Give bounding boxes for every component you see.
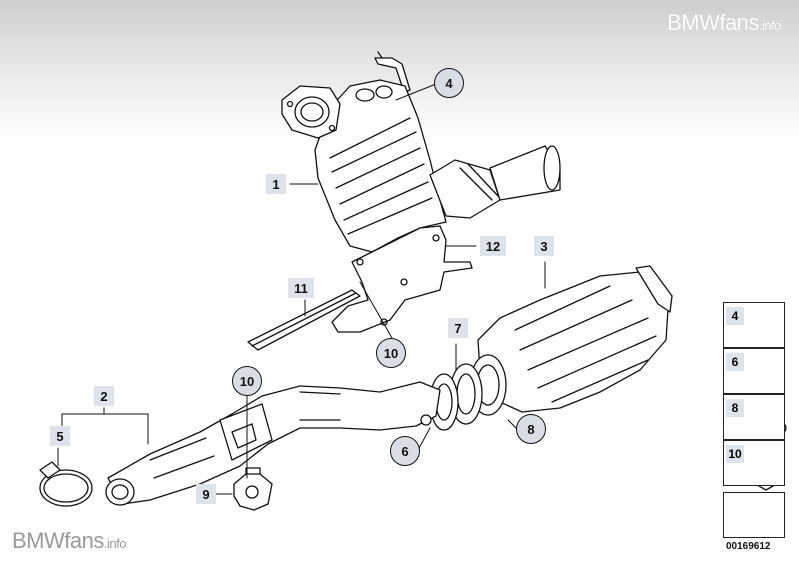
watermark-bottom: BMWfans.info — [12, 528, 126, 554]
legend-item[interactable]: 10 — [723, 440, 785, 486]
catalytic-converter — [469, 265, 673, 416]
watermark-bottom-brand: BMWfans — [12, 528, 104, 553]
heat-shield-bracket — [331, 225, 473, 333]
callout-11[interactable]: 11 — [288, 278, 314, 298]
callout-5[interactable]: 5 — [50, 426, 70, 446]
legend-number: 10 — [726, 445, 744, 463]
callout-9[interactable]: 9 — [196, 484, 216, 504]
legend-number: 4 — [726, 307, 744, 325]
legend-item[interactable]: 6 — [723, 348, 785, 394]
diagram-part-number: 00169612 — [726, 541, 771, 552]
callout-7[interactable]: 7 — [448, 318, 468, 338]
clamp — [39, 461, 93, 507]
legend-number: 8 — [726, 399, 744, 417]
gaskets — [429, 363, 483, 431]
callout-4[interactable]: 4 — [434, 68, 464, 98]
watermark-top-brand: BMWfans — [667, 10, 759, 35]
callout-6[interactable]: 6 — [390, 436, 420, 466]
watermark-top-suffix: .info — [758, 18, 782, 33]
callout-3[interactable]: 3 — [534, 236, 554, 256]
callout-10-upper[interactable]: 10 — [376, 338, 406, 368]
callout-10-lower[interactable]: 10 — [232, 366, 262, 396]
fastener-legend: 4 6 8 10 — [723, 302, 787, 538]
dpf-assembly — [281, 51, 561, 253]
watermark-top: BMWfans.info — [667, 10, 781, 36]
callout-12[interactable]: 12 — [480, 236, 506, 256]
legend-item-arrow[interactable] — [723, 492, 785, 538]
front-pipe — [105, 381, 441, 506]
legend-item[interactable]: 8 — [723, 394, 785, 440]
legend-item[interactable]: 4 — [723, 302, 785, 348]
legend-number: 6 — [726, 353, 744, 371]
gasket-strip — [247, 289, 361, 351]
callout-2[interactable]: 2 — [94, 386, 114, 406]
callout-1[interactable]: 1 — [266, 174, 286, 194]
callout-8[interactable]: 8 — [516, 414, 546, 444]
leader-lines — [57, 83, 546, 495]
watermark-bottom-suffix: .info — [103, 536, 127, 551]
rubber-mount — [233, 467, 273, 511]
